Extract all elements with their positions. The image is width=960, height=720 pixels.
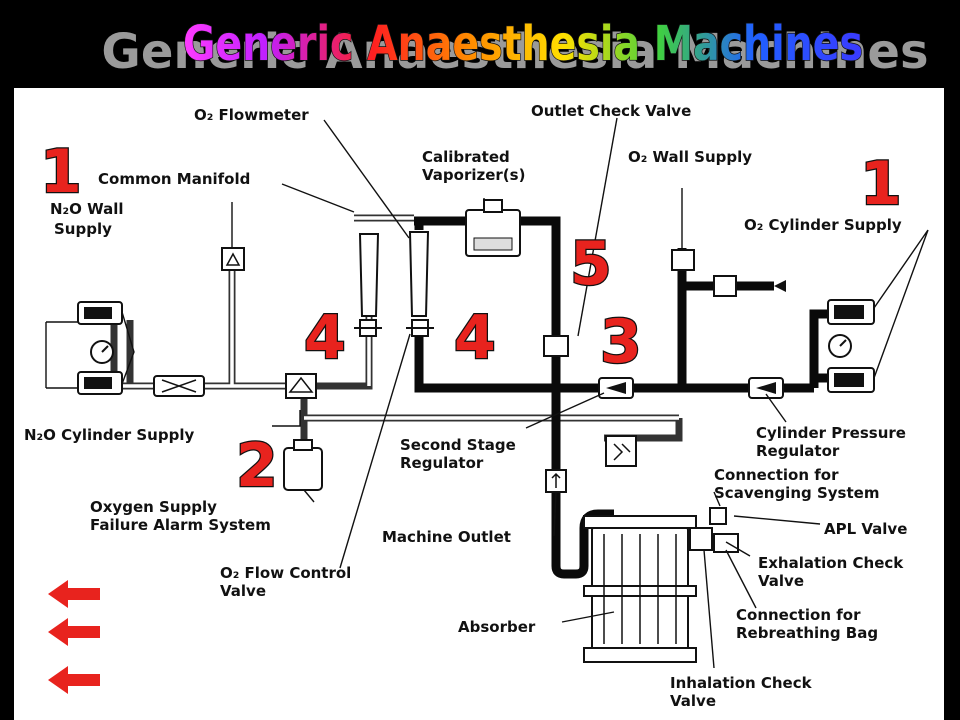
slide-title-graphic: Generic Anaesthesia Machines Generic Ana… bbox=[101, 15, 928, 80]
nav-arrows bbox=[48, 580, 100, 694]
o2-cylinders bbox=[827, 299, 875, 393]
label-inhalation-valve: Valve bbox=[670, 692, 716, 710]
anaesthesia-machine-diagram: O₂ Flowmeter Outlet Check Valve Calibrat… bbox=[24, 102, 929, 710]
label-exhalation-check: Exhalation Check bbox=[758, 554, 904, 572]
title-bar: Generic Anaesthesia Machines Generic Ana… bbox=[0, 0, 960, 88]
label-common-manifold: Common Manifold bbox=[98, 170, 250, 188]
label-o2-flowmeter: O₂ Flowmeter bbox=[194, 106, 309, 124]
left-arrow-icon[interactable] bbox=[48, 580, 100, 608]
diagram-canvas: O₂ Flowmeter Outlet Check Valve Calibrat… bbox=[14, 88, 944, 720]
number-3: 3 bbox=[600, 307, 642, 377]
number-4-left: 4 bbox=[304, 303, 346, 373]
label-oxygen-supply: Oxygen Supply bbox=[90, 498, 217, 516]
label-connection-rebreathing: Connection for bbox=[736, 606, 861, 624]
number-2: 2 bbox=[236, 431, 278, 501]
label-machine-outlet: Machine Outlet bbox=[382, 528, 511, 546]
label-outlet-check-valve: Outlet Check Valve bbox=[531, 102, 691, 120]
label-o2-cylinder-supply: O₂ Cylinder Supply bbox=[744, 216, 902, 234]
label-second-stage-regulator: Regulator bbox=[400, 454, 484, 472]
slide-title-shadow: Generic Anaesthesia Machines bbox=[101, 24, 928, 80]
number-1-right: 1 bbox=[860, 149, 902, 219]
flowmeters bbox=[354, 231, 434, 337]
left-arrow-icon[interactable] bbox=[48, 618, 100, 646]
vaporizer bbox=[465, 199, 521, 257]
label-cylinder-pressure-regulator: Regulator bbox=[756, 442, 840, 460]
label-rebreathing-bag: Rebreathing Bag bbox=[736, 624, 878, 642]
label-n2o-wall: N₂O Wall bbox=[50, 200, 124, 218]
label-n2o-cylinder-supply: N₂O Cylinder Supply bbox=[24, 426, 194, 444]
label-o2-flow-control: O₂ Flow Control bbox=[220, 564, 351, 582]
label-apl-valve: APL Valve bbox=[824, 520, 907, 538]
label-supply: Supply bbox=[54, 220, 112, 238]
n2o-wall-check bbox=[221, 247, 245, 271]
left-arrow-icon[interactable] bbox=[48, 666, 100, 694]
label-absorber: Absorber bbox=[458, 618, 536, 636]
leader-lines bbox=[231, 117, 929, 669]
absorber bbox=[583, 507, 739, 663]
label-calibrated: Calibrated bbox=[422, 148, 510, 166]
outlet-check-valve-icon bbox=[543, 335, 569, 357]
o2-wall-check bbox=[671, 249, 695, 271]
label-o2-flow-control-valve: Valve bbox=[220, 582, 266, 600]
second-stage-regulator-icon bbox=[285, 373, 317, 399]
label-second-stage: Second Stage bbox=[400, 436, 516, 454]
label-exhalation-valve: Valve bbox=[758, 572, 804, 590]
slide-title: Generic Anaesthesia Machines bbox=[183, 16, 863, 72]
number-5: 5 bbox=[570, 229, 612, 299]
label-o2-wall-supply: O₂ Wall Supply bbox=[628, 148, 752, 166]
label-failure-alarm: Failure Alarm System bbox=[90, 516, 271, 534]
diagram-labels: O₂ Flowmeter Outlet Check Valve Calibrat… bbox=[24, 102, 907, 710]
step-numbers: 1 1 2 3 4 4 5 bbox=[39, 136, 903, 503]
number-1-left: 1 bbox=[40, 137, 82, 207]
alarm-canister bbox=[283, 447, 323, 491]
label-vaporizer: Vaporizer(s) bbox=[422, 166, 525, 184]
label-connection-scavenging: Connection for bbox=[714, 466, 839, 484]
label-inhalation-check: Inhalation Check bbox=[670, 674, 813, 692]
n2o-cylinders bbox=[45, 301, 135, 395]
number-4-right: 4 bbox=[454, 303, 496, 373]
o2-flush-valve bbox=[713, 275, 737, 297]
label-cylinder-pressure: Cylinder Pressure bbox=[756, 424, 906, 442]
label-scavenging-system: Scavenging System bbox=[714, 484, 879, 502]
